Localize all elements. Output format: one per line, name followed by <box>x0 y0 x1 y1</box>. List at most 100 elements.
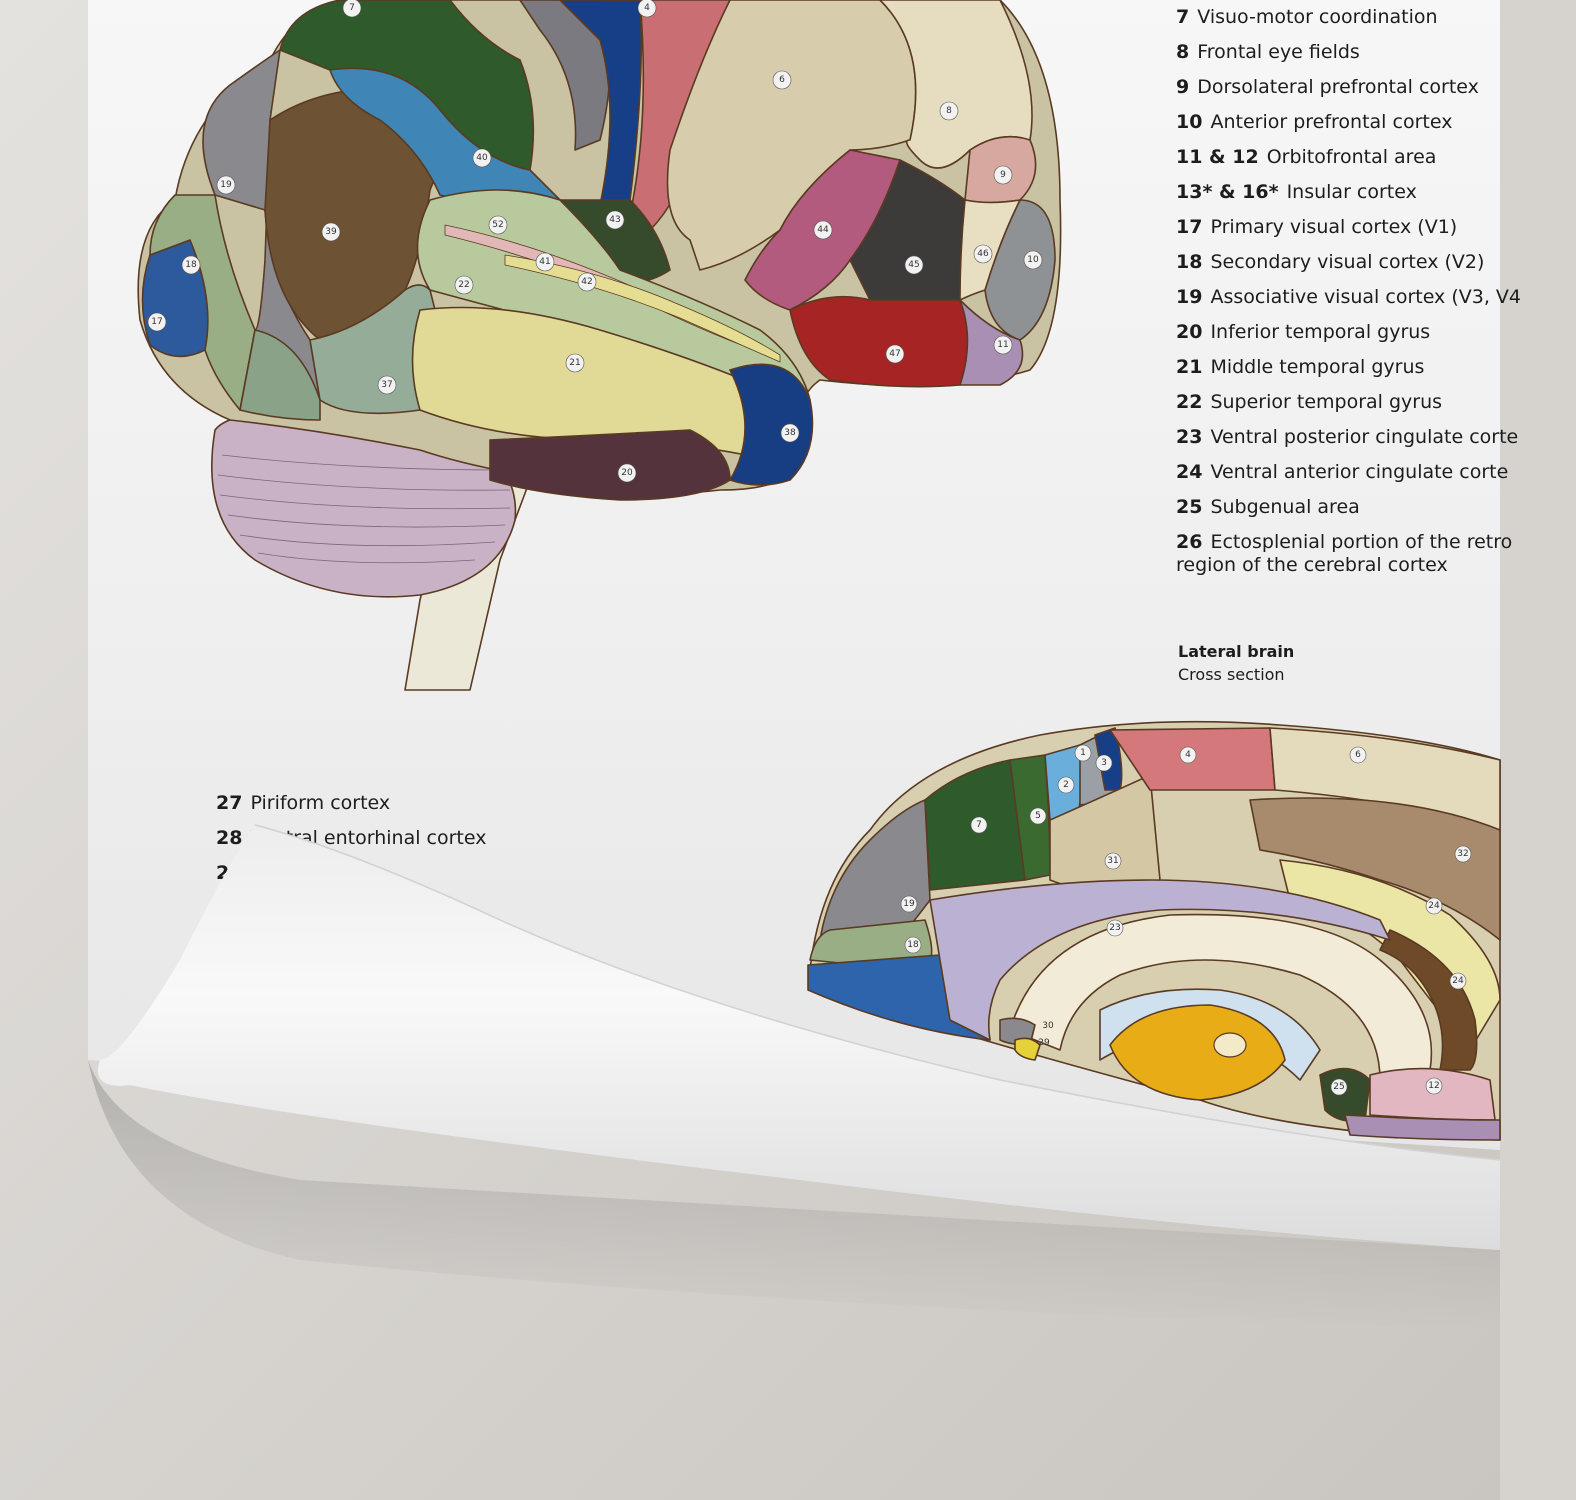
lateral-label: 37 <box>381 380 392 390</box>
legend-item: 22 Superior temporal gyrus <box>1176 387 1500 422</box>
legend-label: Middle temporal gyrus <box>1210 356 1425 378</box>
lateral-label: 21 <box>569 358 580 368</box>
lateral-label: 9 <box>1000 170 1006 180</box>
lateral-label: 43 <box>609 215 620 225</box>
legend-number: 26 <box>1176 531 1203 553</box>
legend-number: 10 <box>1176 111 1203 133</box>
lateral-label: 47 <box>889 349 900 359</box>
medial-label: 19 <box>903 899 915 909</box>
legend-label: Insular cortex <box>1286 181 1417 203</box>
legend-item: 25 Subgenual area <box>1176 492 1500 527</box>
lateral-label: 45 <box>908 260 919 270</box>
legend-label: Secondary visual cortex (V2) <box>1210 251 1485 273</box>
legend-label: Piriform cortex <box>250 792 391 814</box>
medial-label: 2 <box>1063 780 1069 790</box>
legend-number: 17 <box>1176 216 1203 238</box>
lateral-label: 6 <box>779 75 785 85</box>
lateral-brain-diagram <box>137 0 1062 691</box>
legend-item: 20 Inferior temporal gyrus <box>1176 317 1500 352</box>
legend-label: Frontal eye fields <box>1197 41 1360 63</box>
legend-item: 10 Anterior prefrontal cortex <box>1176 107 1500 142</box>
legend-item: 17 Primary visual cortex (V1) <box>1176 212 1500 247</box>
medial-label: 29 <box>1038 1038 1050 1048</box>
legend-number: 13* & 16* <box>1176 181 1279 203</box>
legend-label: Associative visual cortex (V3, V4 <box>1210 286 1522 308</box>
medial-label: 7 <box>976 820 982 830</box>
legend-number: 11 & 12 <box>1176 146 1259 168</box>
diagram-caption: Lateral brain Cross section <box>1178 640 1294 686</box>
lateral-label: 17 <box>151 317 162 327</box>
legend-number: 22 <box>1176 391 1203 413</box>
legend-number: 25 <box>1176 496 1203 518</box>
legend-label: Visuo-motor coordination <box>1197 6 1438 28</box>
medial-label: 32 <box>1457 849 1468 859</box>
medial-label: 12 <box>1428 1081 1439 1091</box>
lateral-label: 7 <box>349 3 355 13</box>
lateral-label: 38 <box>784 428 796 438</box>
legend-number: 19 <box>1176 286 1203 308</box>
legend-number: 24 <box>1176 461 1203 483</box>
lateral-label: 10 <box>1027 255 1039 265</box>
medial-label: 18 <box>907 940 919 950</box>
legend-number: 23 <box>1176 426 1203 448</box>
medial-label: 6 <box>1355 750 1361 760</box>
legend-item: 21 Middle temporal gyrus <box>1176 352 1500 387</box>
lateral-label: 46 <box>977 249 989 259</box>
legend-number: 9 <box>1176 76 1190 98</box>
medial-label: 1 <box>1080 748 1086 758</box>
legend-number: 29 <box>216 862 243 884</box>
lateral-label: 20 <box>621 468 633 478</box>
legend-item: 19 Associative visual cortex (V3, V4 <box>1176 282 1521 317</box>
legend-label: Orbitofrontal area <box>1266 146 1437 168</box>
curl-shadow <box>88 1060 1500 1330</box>
medial-label: 3 <box>1101 758 1107 768</box>
legend-label: Inferior temporal gyrus <box>1210 321 1431 343</box>
legend-number: 8 <box>1176 41 1190 63</box>
legend-item: 24 Ventral anterior cingulate corte <box>1176 457 1508 492</box>
legend-label: Subgenual area <box>1210 496 1360 518</box>
legend-number: 20 <box>1176 321 1203 343</box>
lateral-label: 40 <box>476 153 488 163</box>
lateral-label: 19 <box>220 180 232 190</box>
legend-item: 11 & 12 Orbitofrontal area <box>1176 142 1500 177</box>
legend-item: 28 Ventral entorhinal cortex <box>216 821 616 856</box>
lateral-label: 22 <box>458 280 469 290</box>
caption-subtitle: Cross section <box>1178 665 1285 684</box>
lateral-label: 4 <box>644 3 650 13</box>
lateral-label: 52 <box>492 220 503 230</box>
medial-label: 5 <box>1035 811 1041 821</box>
legend-item: 9 Dorsolateral prefrontal cortex <box>1176 72 1500 107</box>
legend-number: 21 <box>1176 356 1203 378</box>
legend-label: Superior temporal gyrus <box>1210 391 1443 413</box>
legend-label: Ventral entorhinal cortex <box>250 827 487 849</box>
legend-number: 28 <box>216 827 243 849</box>
legend-number: 7 <box>1176 6 1190 28</box>
legend-item: 13* & 16* Insular cortex <box>1176 177 1500 212</box>
lateral-label: 18 <box>185 260 197 270</box>
legend-label: Primary visual cortex (V1) <box>1210 216 1458 238</box>
legend-right: 7 Visuo-motor coordination 8 Frontal eye f… <box>1176 2 1521 577</box>
medial-label: 25 <box>1333 1082 1344 1092</box>
lateral-number-markers: 7 4 6 8 9 10 40 19 39 52 43 44 45 46 18 … <box>147 0 1043 483</box>
legend-label: Ventral posterior cingulate corte <box>1210 426 1519 448</box>
legend-number: 18 <box>1176 251 1203 273</box>
lateral-label: 11 <box>997 340 1008 350</box>
lateral-label: 44 <box>817 225 829 235</box>
lateral-label: 42 <box>581 277 592 287</box>
lateral-label: 41 <box>539 257 550 267</box>
legend-label: Ectosplenial portion of the retro region… <box>1176 531 1513 576</box>
legend-label: Dorsolateral prefrontal cortex <box>1197 76 1479 98</box>
legend-item: 8 Frontal eye fields <box>1176 37 1500 72</box>
legend-item: 7 Visuo-motor coordination <box>1176 2 1500 37</box>
legend-item: 23 Ventral posterior cingulate corte <box>1176 422 1518 457</box>
medial-label: 31 <box>1107 856 1118 866</box>
medial-label: 24 <box>1428 901 1440 911</box>
legend-label: Anterior prefrontal cortex <box>1210 111 1453 133</box>
lateral-label: 8 <box>946 106 952 116</box>
legend-label: Ventral anterior cingulate corte <box>1210 461 1509 483</box>
medial-label: 30 <box>1042 1021 1054 1031</box>
legend-item: 18 Secondary visual cortex (V2) <box>1176 247 1500 282</box>
